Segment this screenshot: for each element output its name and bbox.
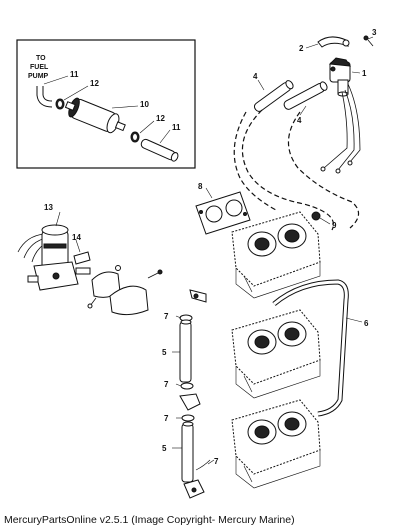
callout-5-a: 5 bbox=[162, 348, 167, 357]
bracket-assembly: 2 3 bbox=[299, 28, 377, 53]
callout-3: 3 bbox=[372, 28, 377, 37]
wire-b bbox=[337, 89, 355, 171]
fuel-tube-lower: 7 5 7 bbox=[162, 414, 219, 499]
wire-a bbox=[347, 83, 361, 163]
long-hose: 6 bbox=[272, 279, 369, 417]
dashed-line-a bbox=[241, 109, 334, 231]
inset-label-line3: PUMP bbox=[28, 73, 49, 80]
callout-12-right: 12 bbox=[156, 114, 165, 123]
callout-2: 2 bbox=[299, 44, 304, 53]
callout-9: 9 bbox=[332, 221, 337, 230]
carburetor-middle bbox=[231, 309, 321, 399]
carburetor-gasket: 8 bbox=[195, 182, 251, 235]
primer-solenoid: 1 bbox=[320, 57, 367, 174]
callout-7-c: 7 bbox=[164, 414, 169, 423]
hose-pair: 4 4 bbox=[253, 72, 328, 125]
callout-1: 1 bbox=[362, 69, 367, 78]
callout-11-top: 11 bbox=[70, 70, 79, 79]
wire-c bbox=[323, 91, 348, 169]
fitting: 9 bbox=[311, 211, 337, 230]
inset-label-line2: FUEL bbox=[30, 64, 49, 71]
fuel-filter-inset: TO FUEL PUMP 11 12 10 bbox=[16, 39, 196, 169]
callout-8: 8 bbox=[198, 182, 203, 191]
callout-4-bottom: 4 bbox=[297, 116, 302, 125]
callout-7-d: 7 bbox=[214, 457, 219, 466]
carburetor-top bbox=[231, 211, 321, 299]
carburetor-bottom bbox=[231, 399, 321, 489]
callout-10: 10 bbox=[140, 100, 149, 109]
callout-14: 14 bbox=[72, 233, 81, 242]
screw bbox=[367, 39, 374, 47]
dashed-line-b bbox=[287, 111, 360, 229]
callout-6: 6 bbox=[364, 319, 369, 328]
callout-13: 13 bbox=[44, 203, 53, 212]
callout-11-bottom: 11 bbox=[172, 123, 181, 132]
copyright-footer: MercuryPartsOnline v2.5.1 (Image Copyrig… bbox=[4, 514, 295, 526]
fuel-filter bbox=[64, 97, 126, 134]
fuel-tube-upper: 7 5 7 bbox=[162, 289, 207, 411]
pump-fitting bbox=[73, 251, 91, 265]
callout-12-left: 12 bbox=[90, 79, 99, 88]
callout-4-top: 4 bbox=[253, 72, 258, 81]
dashed-line-c bbox=[233, 111, 277, 211]
clamp-7-c bbox=[181, 414, 195, 422]
callout-5-b: 5 bbox=[162, 444, 167, 453]
inset-label-line1: TO bbox=[36, 55, 46, 62]
mounting-bracket bbox=[317, 36, 349, 48]
electric-fuel-pump: 13 14 bbox=[17, 203, 91, 291]
hose-right bbox=[140, 138, 179, 162]
callout-7-b: 7 bbox=[164, 380, 169, 389]
clamp-7-b bbox=[180, 382, 194, 390]
callout-7-a: 7 bbox=[164, 312, 169, 321]
pump-straps bbox=[87, 265, 163, 316]
